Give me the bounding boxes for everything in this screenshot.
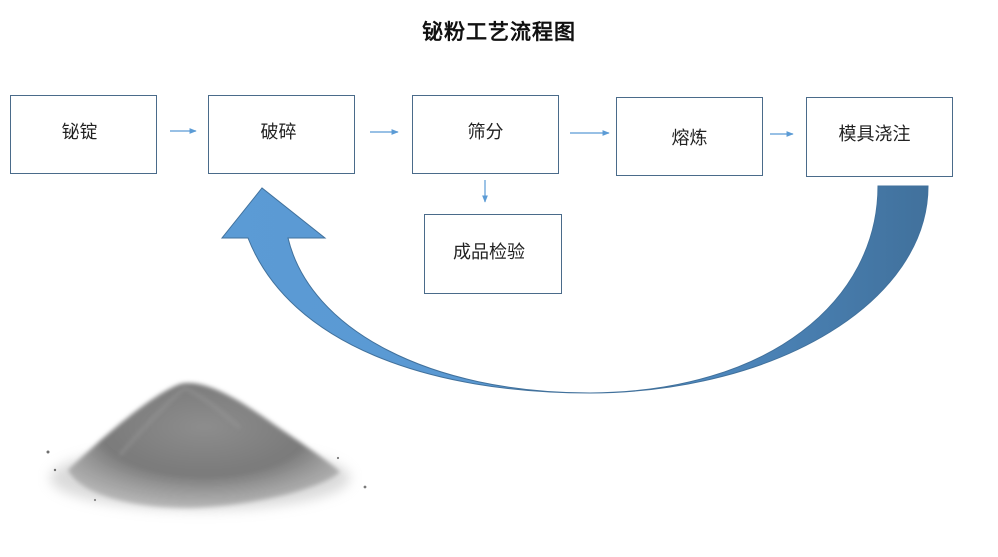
node-crush: 破碎 bbox=[208, 95, 355, 174]
bismuth-powder-pile-image bbox=[46, 383, 367, 510]
node-ingot-label: 铋锭 bbox=[61, 121, 98, 143]
diagram-title: 铋粉工艺流程图 bbox=[422, 20, 576, 44]
node-cast: 模具浇注 bbox=[806, 97, 953, 177]
node-sieve: 筛分 bbox=[412, 95, 559, 174]
node-sieve-label: 筛分 bbox=[467, 121, 504, 143]
node-crush-label: 破碎 bbox=[260, 121, 297, 143]
return-arrow-cast-crush bbox=[220, 185, 929, 394]
node-inspect: 成品检验 bbox=[424, 214, 562, 294]
node-smelt-label: 熔炼 bbox=[671, 127, 708, 149]
node-cast-label: 模具浇注 bbox=[838, 124, 911, 145]
node-ingot: 铋锭 bbox=[10, 95, 157, 174]
node-inspect-label: 成品检验 bbox=[453, 242, 525, 263]
node-smelt: 熔炼 bbox=[616, 97, 763, 176]
